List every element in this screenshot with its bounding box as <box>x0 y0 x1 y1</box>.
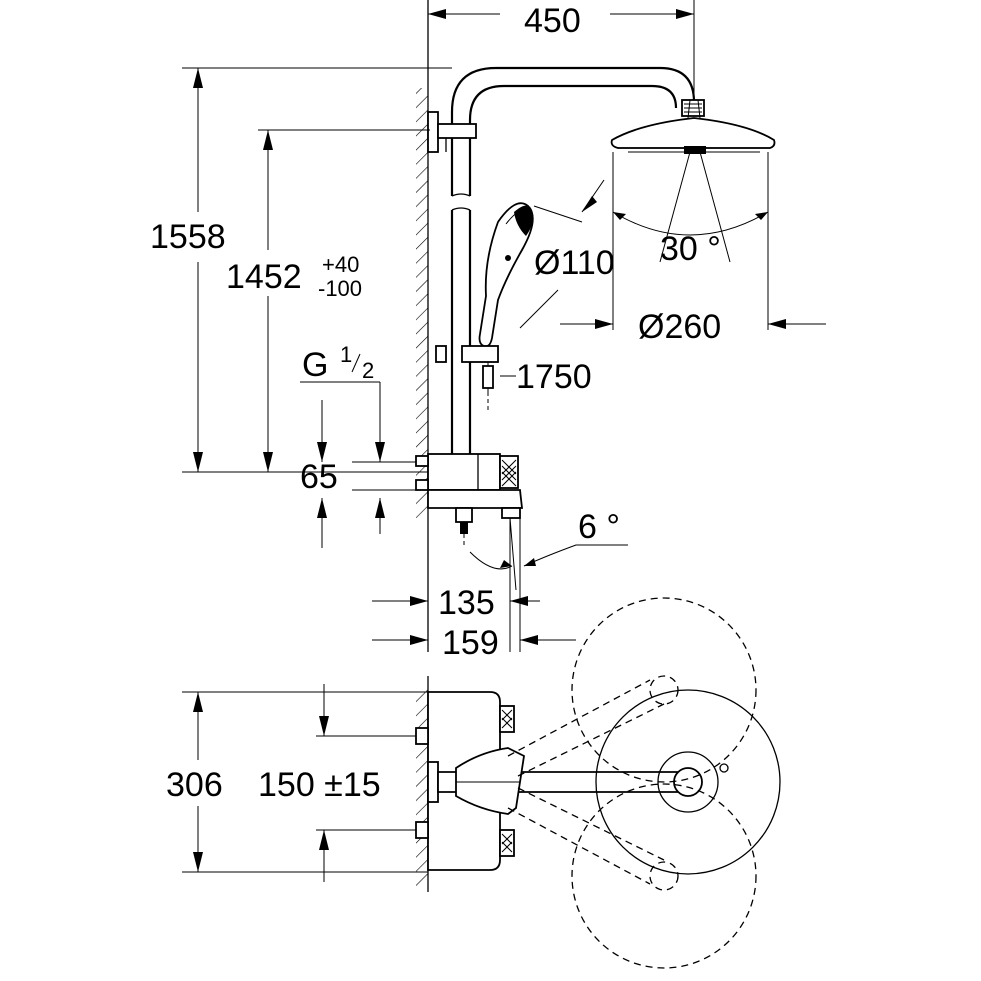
label-306: 306 <box>166 766 223 804</box>
dim-65: 65 <box>300 400 416 548</box>
dim-dia-260: Ø260 <box>560 308 826 346</box>
label-135: 135 <box>438 584 495 622</box>
top-view: 306 150 ±15 <box>166 597 781 969</box>
label-angle-6: 6 ° <box>578 508 620 546</box>
label-thread-den: 2 <box>362 358 374 383</box>
hand-shower <box>435 202 534 412</box>
label-thread-num: 1 <box>340 342 352 367</box>
label-hose-1750: 1750 <box>516 358 592 396</box>
label-65: 65 <box>300 458 338 496</box>
head-shower-swivel-dashed <box>507 597 757 969</box>
label-450: 450 <box>524 2 581 40</box>
head-shower <box>610 99 776 154</box>
dim-306: 306 <box>166 691 428 873</box>
shower-arm-top <box>427 747 685 815</box>
dim-1452: 1452 +40 -100 <box>226 129 430 472</box>
riser-pipe <box>450 66 696 455</box>
label-dia-110: Ø110 <box>534 244 615 282</box>
label-dia-260: Ø260 <box>638 308 721 346</box>
dim-1558: 1558 <box>150 67 452 473</box>
wall-top <box>416 676 429 892</box>
label-1452: 1452 <box>226 258 302 296</box>
dim-hose-1750: 1750 <box>500 358 592 396</box>
wall-front <box>416 0 429 652</box>
head-shower-connector <box>681 99 705 117</box>
dim-150: 150 ±15 <box>258 684 416 882</box>
label-thread-g: G <box>302 346 328 384</box>
thermostat-mixer <box>415 453 628 652</box>
label-tol-plus: +40 <box>322 252 359 277</box>
dim-159: 159 <box>372 624 576 662</box>
dim-450: 450 <box>427 0 695 100</box>
label-159: 159 <box>442 624 499 662</box>
label-angle-30: 30 ° <box>660 230 721 268</box>
front-view: 450 1558 1452 +40 -100 G 1 <box>150 0 826 662</box>
spray-angle-lines <box>612 151 769 330</box>
label-150: 150 ±15 <box>258 766 381 804</box>
dim-dia-110: Ø110 <box>519 179 615 329</box>
label-1558: 1558 <box>150 218 226 256</box>
wall-bracket <box>427 111 477 153</box>
dim-135: 135 <box>372 584 540 622</box>
label-tol-minus: -100 <box>318 276 362 301</box>
dim-thread: G 1 2 <box>300 342 385 462</box>
